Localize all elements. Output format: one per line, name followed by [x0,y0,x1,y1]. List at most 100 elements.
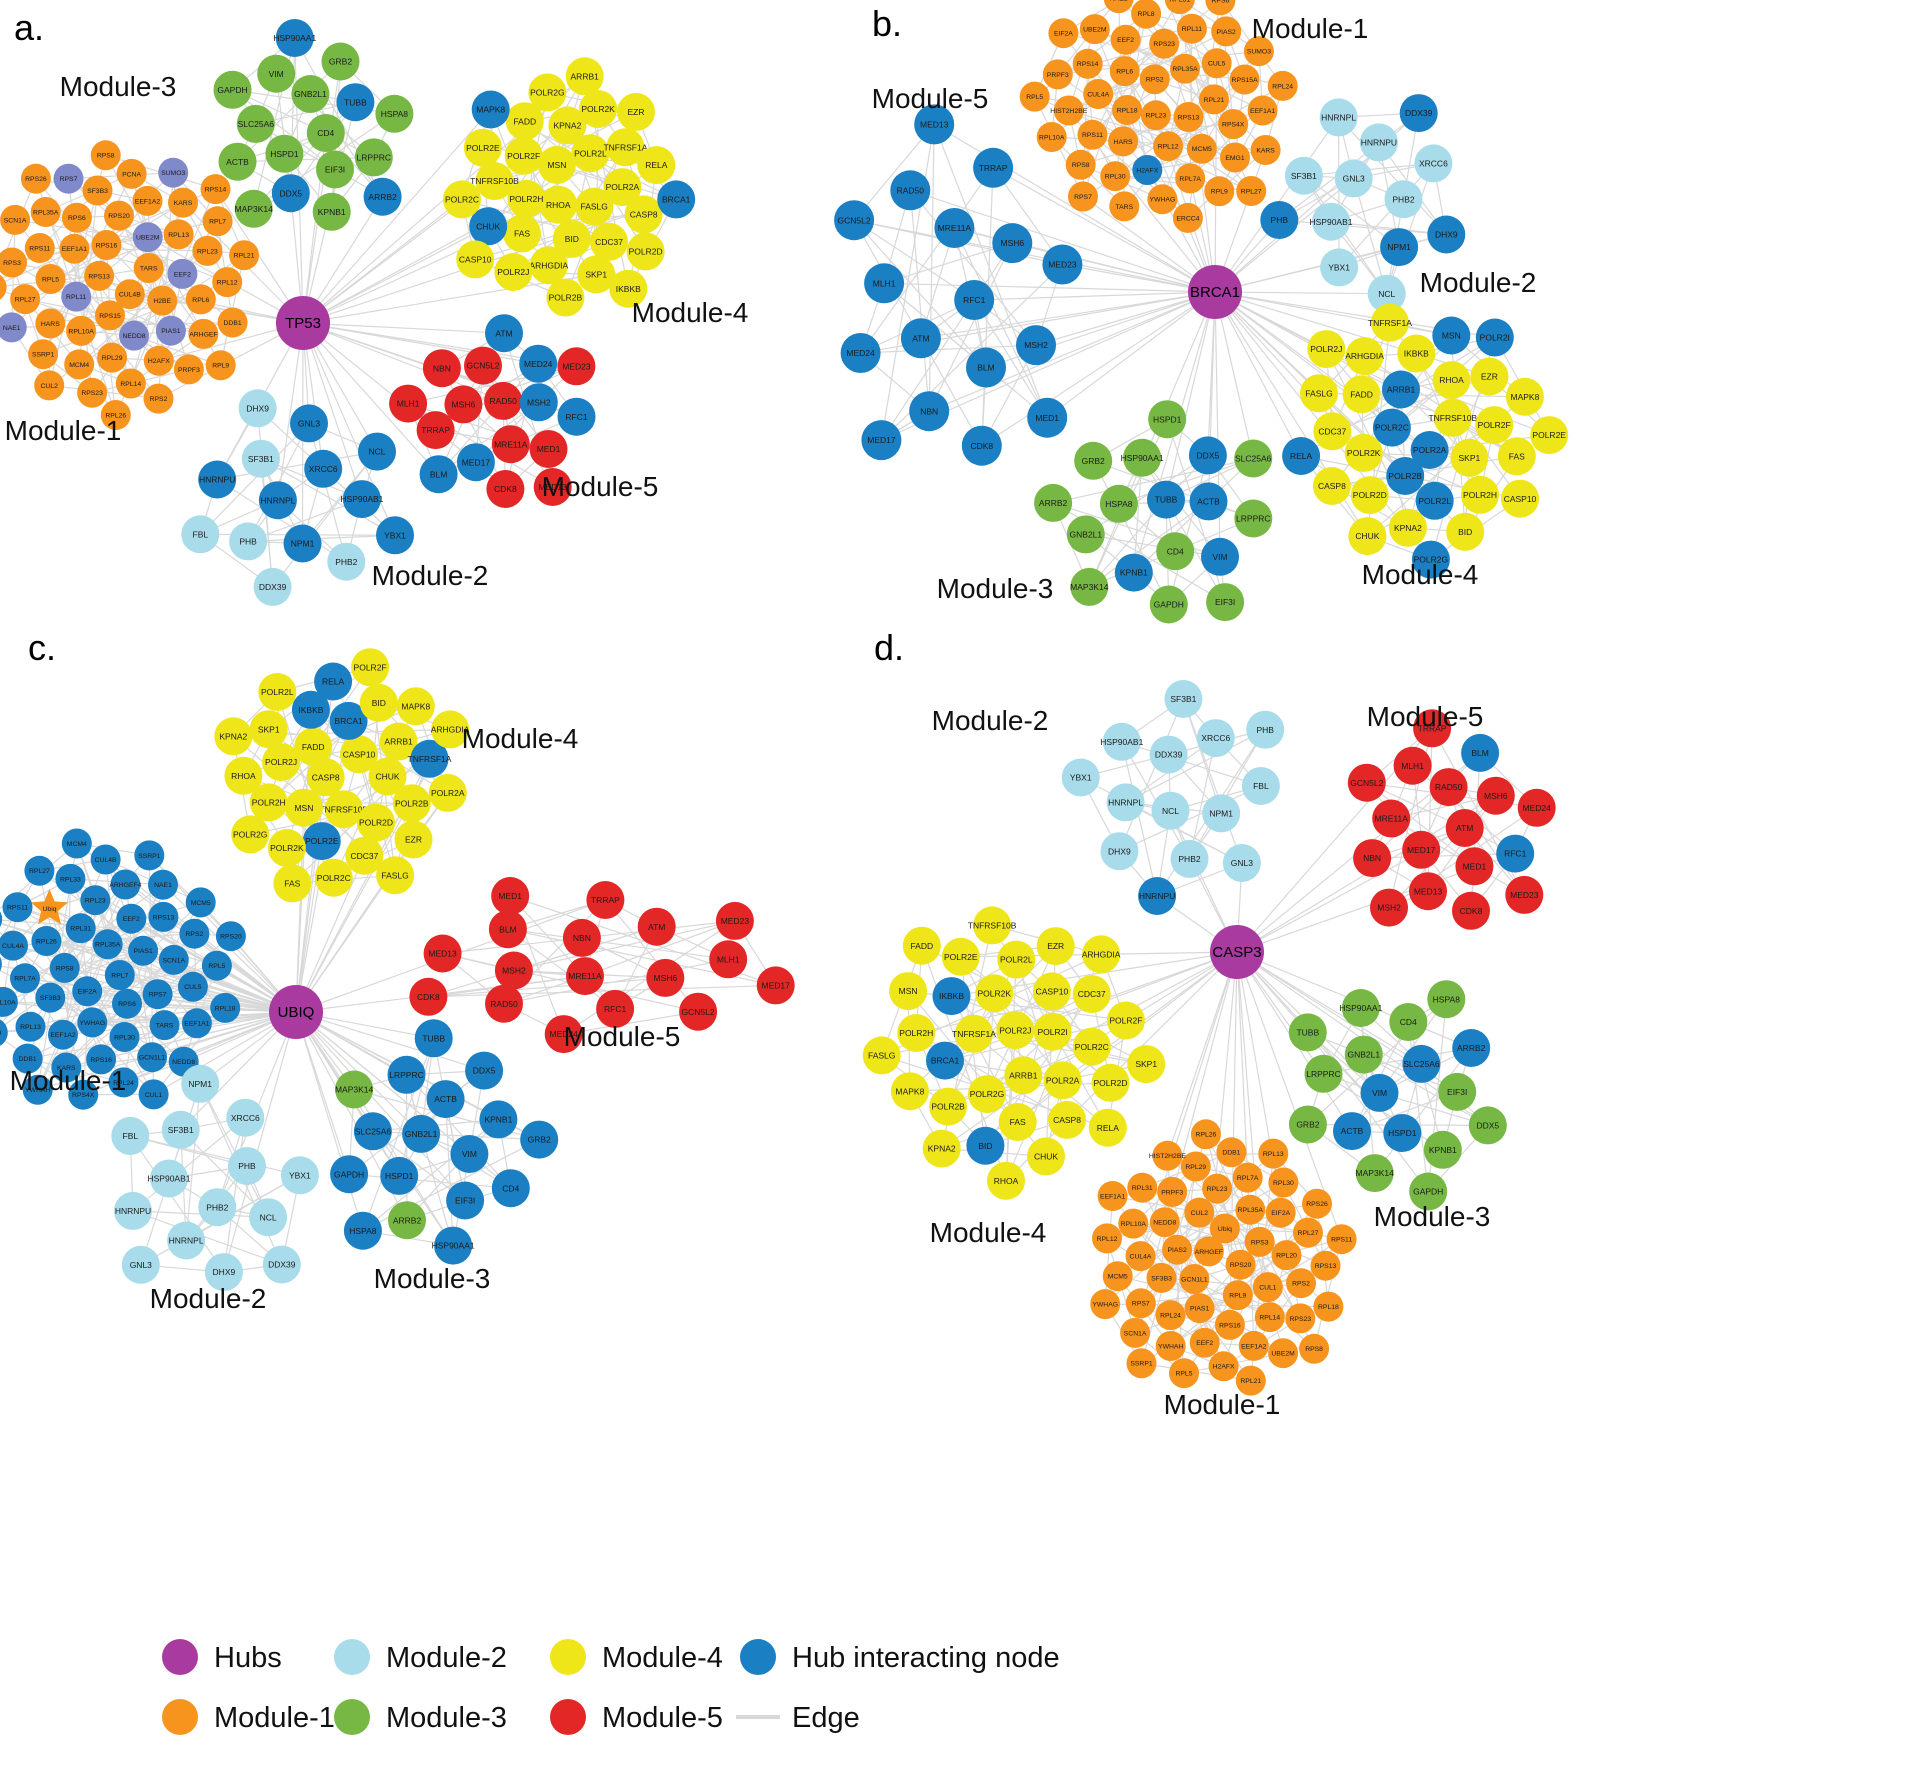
network-node[interactable]: RPS6 [1205,0,1236,16]
network-node[interactable]: RFC1 [954,280,995,320]
network-node[interactable]: MCM5 [1186,133,1217,164]
network-node[interactable]: RAD50 [485,984,523,1023]
network-node[interactable]: TARS [133,253,164,283]
network-node[interactable]: RPS4X [1218,109,1249,140]
network-node[interactable]: RPL23 [1202,1173,1233,1204]
network-node[interactable]: HSPD1 [265,134,304,173]
network-node[interactable]: MED17 [1402,830,1441,869]
network-node[interactable]: MSH2 [519,383,558,422]
network-node[interactable]: GAPDH [213,70,252,109]
network-node[interactable]: TARS [149,1010,180,1041]
network-node[interactable]: RPL30 [1100,161,1131,192]
network-node[interactable]: GNB2L1 [402,1114,441,1153]
network-node[interactable]: EIF3I [446,1181,485,1220]
network-node[interactable]: PHB2 [1170,839,1209,878]
network-node[interactable]: HSPD1 [1148,400,1187,439]
network-node[interactable]: POLR2C [1072,1027,1111,1066]
network-node[interactable]: NEDD8 [1149,1207,1180,1238]
network-node[interactable]: POLR2A [428,773,467,812]
network-node[interactable]: DDX39 [1149,735,1188,774]
network-node[interactable]: MCM5 [185,887,216,918]
network-node[interactable]: PRPF3 [173,354,204,385]
network-node[interactable]: RPL35A [1170,53,1200,84]
network-node[interactable]: LRPPRC [1304,1054,1343,1093]
network-node[interactable]: PHB2 [198,1188,237,1227]
network-node[interactable]: RPS7 [142,979,173,1010]
network-node[interactable]: POLR2D [626,232,665,271]
network-node[interactable]: RPS7 [53,163,84,194]
network-node[interactable]: RPS2 [143,383,174,414]
network-node[interactable]: RHOA [1432,361,1471,400]
network-node[interactable]: GAPDH [330,1155,369,1194]
network-node[interactable]: RPL12 [1153,131,1184,162]
network-node[interactable]: BLM [1461,733,1500,772]
network-node[interactable]: FAS [998,1103,1037,1141]
network-node[interactable]: RPL24 [1155,1300,1186,1331]
network-node[interactable]: EEF1A1 [181,1008,212,1039]
network-node[interactable]: RPS2 [1286,1268,1316,1299]
network-node[interactable]: GRB2 [520,1120,559,1159]
network-node[interactable]: GNL3 [290,404,328,443]
network-node[interactable]: YBX1 [280,1156,319,1195]
network-node[interactable]: RPL20 [1271,1240,1302,1271]
network-node[interactable]: KPNA2 [214,717,253,756]
network-node[interactable]: RPL18 [210,992,241,1023]
network-node[interactable]: EEF1A1 [1247,95,1278,126]
network-node[interactable]: HARS [1108,126,1139,157]
network-node[interactable]: TUBB [1147,480,1185,519]
network-node[interactable]: ACTB [426,1080,465,1119]
network-node[interactable]: ERCC4 [1172,202,1203,233]
network-node[interactable]: RPL10A [1036,122,1067,152]
network-node[interactable]: RPS13 [148,901,179,932]
network-node[interactable]: RPL21 [1199,84,1229,115]
network-node[interactable]: SSRP1 [134,840,165,871]
network-node[interactable]: RPL13 [15,1011,46,1042]
network-node[interactable]: CUL4A [1083,79,1114,109]
network-node[interactable]: KPNA2 [922,1129,961,1168]
network-node[interactable]: DDX5 [1468,1106,1507,1145]
network-node[interactable]: EZR [617,92,655,131]
network-node[interactable]: RPL5 [1019,81,1050,112]
network-node[interactable]: RPL8 [1131,0,1162,29]
network-node[interactable]: POLR2F [1106,1001,1145,1040]
network-node[interactable]: MED24 [519,344,558,383]
network-node[interactable]: RPS6 [112,988,142,1019]
network-node[interactable]: POLR2J [996,1011,1035,1050]
network-node[interactable]: RPL26 [1190,1119,1221,1150]
network-node[interactable]: MED24 [1517,788,1556,827]
network-node[interactable]: EEF1A2 [132,185,163,216]
network-node[interactable]: RHOA [224,756,263,795]
network-node[interactable]: MSN [284,788,323,827]
network-node[interactable]: POLR2D [1350,476,1389,515]
network-node[interactable]: YWHAG [1090,1289,1121,1320]
network-node[interactable]: RPL5 [1169,1358,1199,1389]
network-node[interactable]: RPL7 [104,960,135,990]
network-node[interactable]: SCN1A [0,204,31,235]
network-node[interactable]: ACTB [218,142,257,181]
network-node[interactable]: RPS8 [90,140,121,171]
network-node[interactable]: H2AFX [1132,155,1163,185]
network-node[interactable]: CUL1 [1252,1272,1283,1303]
network-node[interactable]: RPL31 [65,913,96,944]
network-node[interactable]: MSN [1432,316,1471,355]
network-node[interactable]: POLR2J [1307,330,1346,369]
network-node[interactable]: EEF2 [1110,24,1141,55]
network-node[interactable]: HSP90AB1 [340,480,384,519]
network-node[interactable]: ACTB [1333,1112,1371,1151]
network-node[interactable]: PRPF3 [1042,59,1073,90]
network-node[interactable]: HSPA8 [375,94,414,133]
network-node[interactable]: MED17 [756,966,795,1005]
network-node[interactable]: RPL12 [1092,1223,1122,1254]
network-node[interactable]: POLR2B [546,278,585,317]
network-node[interactable]: MAPK8 [471,90,510,129]
network-node[interactable]: RPL29 [97,342,128,373]
network-node[interactable]: PIAS2 [1211,16,1242,47]
network-node[interactable]: RPL13 [1258,1138,1289,1169]
network-node[interactable]: ARRB2 [1034,483,1073,522]
network-node[interactable]: KPNB1 [312,192,351,231]
network-node[interactable]: GNL3 [121,1245,160,1284]
network-node[interactable]: MSH6 [444,385,483,424]
network-node[interactable]: PIAS1 [155,315,186,346]
network-node[interactable]: SCN1A [1120,1317,1151,1348]
hub-node[interactable]: BRCA1 [1188,265,1242,319]
